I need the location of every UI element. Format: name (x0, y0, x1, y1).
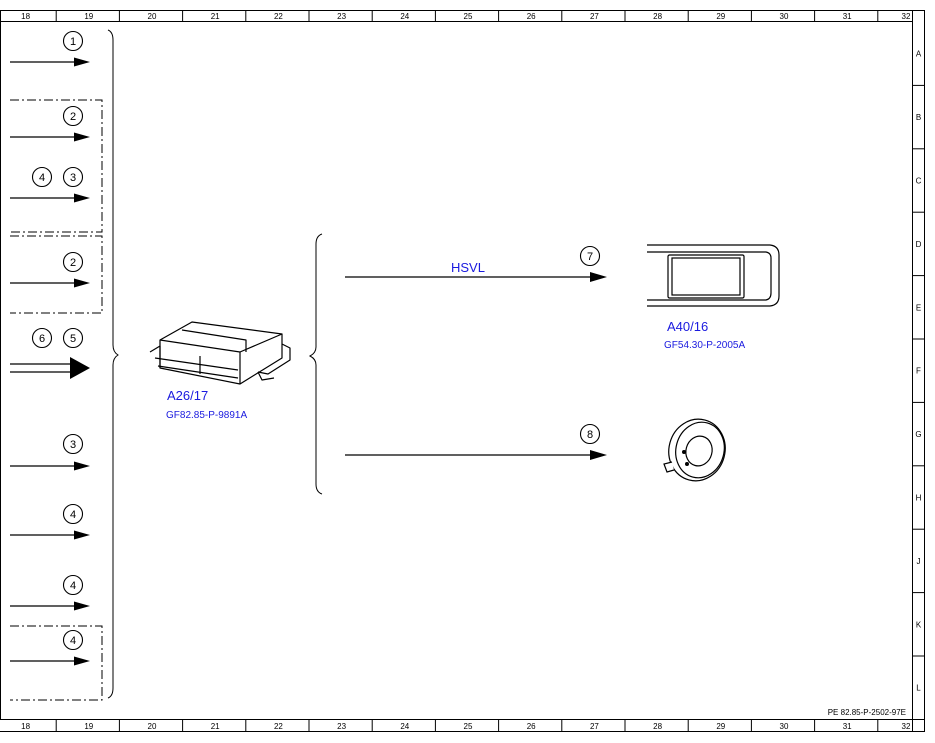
column-label-25: 25 (464, 722, 473, 731)
column-label-20: 20 (148, 722, 157, 731)
input-signal-1: 1 (10, 30, 90, 67)
column-label-29: 29 (716, 722, 725, 731)
callout-label: 4 (70, 635, 76, 647)
input-signal-7: 4 (10, 503, 90, 540)
callout-8: 8 (579, 423, 601, 445)
callout-2: 2 (62, 105, 84, 127)
callout-label: 6 (39, 333, 45, 345)
input-signal-6: 3 (10, 433, 90, 471)
callout-7-label: 7 (587, 251, 593, 263)
dashed-box-k (10, 625, 103, 701)
column-label-32: 32 (902, 12, 911, 21)
column-label-24: 24 (400, 12, 409, 21)
row-label-E: E (916, 303, 921, 312)
column-label-26: 26 (527, 722, 536, 731)
input-brace (107, 29, 119, 699)
display-unit-label: A40/16 (667, 319, 708, 334)
display-unit-icon (647, 244, 780, 307)
row-label-J: J (917, 557, 921, 566)
display-unit-ref: GF54.30-P-2005A (664, 340, 745, 351)
callout-label: 4 (39, 172, 45, 184)
column-label-26: 26 (527, 12, 536, 21)
callout-label: 3 (70, 439, 76, 451)
column-label-27: 27 (590, 722, 599, 731)
callout-label: 1 (70, 36, 76, 48)
input-signal-9: 4 (10, 629, 90, 666)
column-label-23: 23 (337, 722, 346, 731)
row-label-L: L (916, 684, 921, 693)
column-label-25: 25 (464, 12, 473, 21)
callout-1: 1 (62, 30, 84, 52)
callout-label: 4 (70, 509, 76, 521)
callout-8-label: 8 (587, 429, 593, 441)
column-label-28: 28 (653, 12, 662, 21)
callout-2: 2 (62, 251, 84, 273)
callout-5: 5 (62, 327, 84, 349)
column-label-21: 21 (211, 722, 220, 731)
row-label-D: D (916, 240, 922, 249)
dashed-box-d (10, 235, 103, 314)
output-brace (308, 233, 323, 495)
row-label-B: B (916, 113, 921, 122)
column-ruler-bottom: 18 19 20 21 22 23 24 25 26 27 28 29 30 31 32 (21, 720, 911, 731)
column-label-19: 19 (84, 12, 93, 21)
column-label-22: 22 (274, 12, 283, 21)
dashed-box-b (10, 99, 103, 233)
column-label-23: 23 (337, 12, 346, 21)
speaker-icon (663, 418, 726, 482)
dashed-groups (10, 99, 103, 701)
column-label-29: 29 (716, 12, 725, 21)
callout-7: 7 (579, 245, 601, 267)
input-signal-4: 2 (10, 251, 90, 288)
callout-label: 4 (70, 580, 76, 592)
column-label-24: 24 (400, 722, 409, 731)
callout-4: 4 (62, 629, 84, 651)
row-label-F: F (916, 367, 921, 376)
hsvl-line-label: HSVL (451, 260, 485, 275)
callout-3: 3 (62, 166, 84, 188)
column-label-20: 20 (148, 12, 157, 21)
callout-label: 3 (70, 172, 76, 184)
column-label-31: 31 (843, 12, 852, 21)
control-unit-ref: GF82.85-P-9891A (166, 410, 247, 421)
document-id: PE 82.85-P-2502-97E (828, 708, 906, 717)
column-label-18: 18 (21, 722, 30, 731)
column-label-28: 28 (653, 722, 662, 731)
column-label-27: 27 (590, 12, 599, 21)
callout-label: 2 (70, 111, 76, 123)
column-label-30: 30 (780, 12, 789, 21)
frame (0, 10, 925, 732)
callout-4: 4 (62, 503, 84, 525)
column-label-18: 18 (21, 12, 30, 21)
column-label-30: 30 (780, 722, 789, 731)
row-ruler: A B C D E F G H J K L (912, 50, 925, 693)
column-label-19: 19 (84, 722, 93, 731)
control-unit-label: A26/17 (167, 388, 208, 403)
callout-label: 5 (70, 333, 76, 345)
column-label-32: 32 (902, 722, 911, 731)
callout-6: 6 (31, 327, 53, 349)
column-label-21: 21 (211, 12, 220, 21)
input-signal-8: 4 (10, 574, 90, 611)
column-ruler-top: 18 19 20 21 22 23 24 25 26 27 28 29 30 31 32 (21, 10, 911, 21)
output-line-speaker (345, 450, 607, 460)
row-label-G: G (915, 430, 921, 439)
column-label-22: 22 (274, 722, 283, 731)
callout-4: 4 (62, 574, 84, 596)
row-label-C: C (916, 177, 922, 186)
row-label-K: K (916, 620, 922, 629)
input-signal-2: 2 (10, 105, 90, 142)
output-line-hsvl (345, 272, 607, 282)
column-label-31: 31 (843, 722, 852, 731)
callout-label: 2 (70, 257, 76, 269)
callout-4: 4 (31, 166, 53, 188)
row-label-A: A (916, 50, 922, 59)
callout-3: 3 (62, 433, 84, 455)
control-module-icon (149, 321, 291, 385)
row-label-H: H (916, 494, 922, 503)
